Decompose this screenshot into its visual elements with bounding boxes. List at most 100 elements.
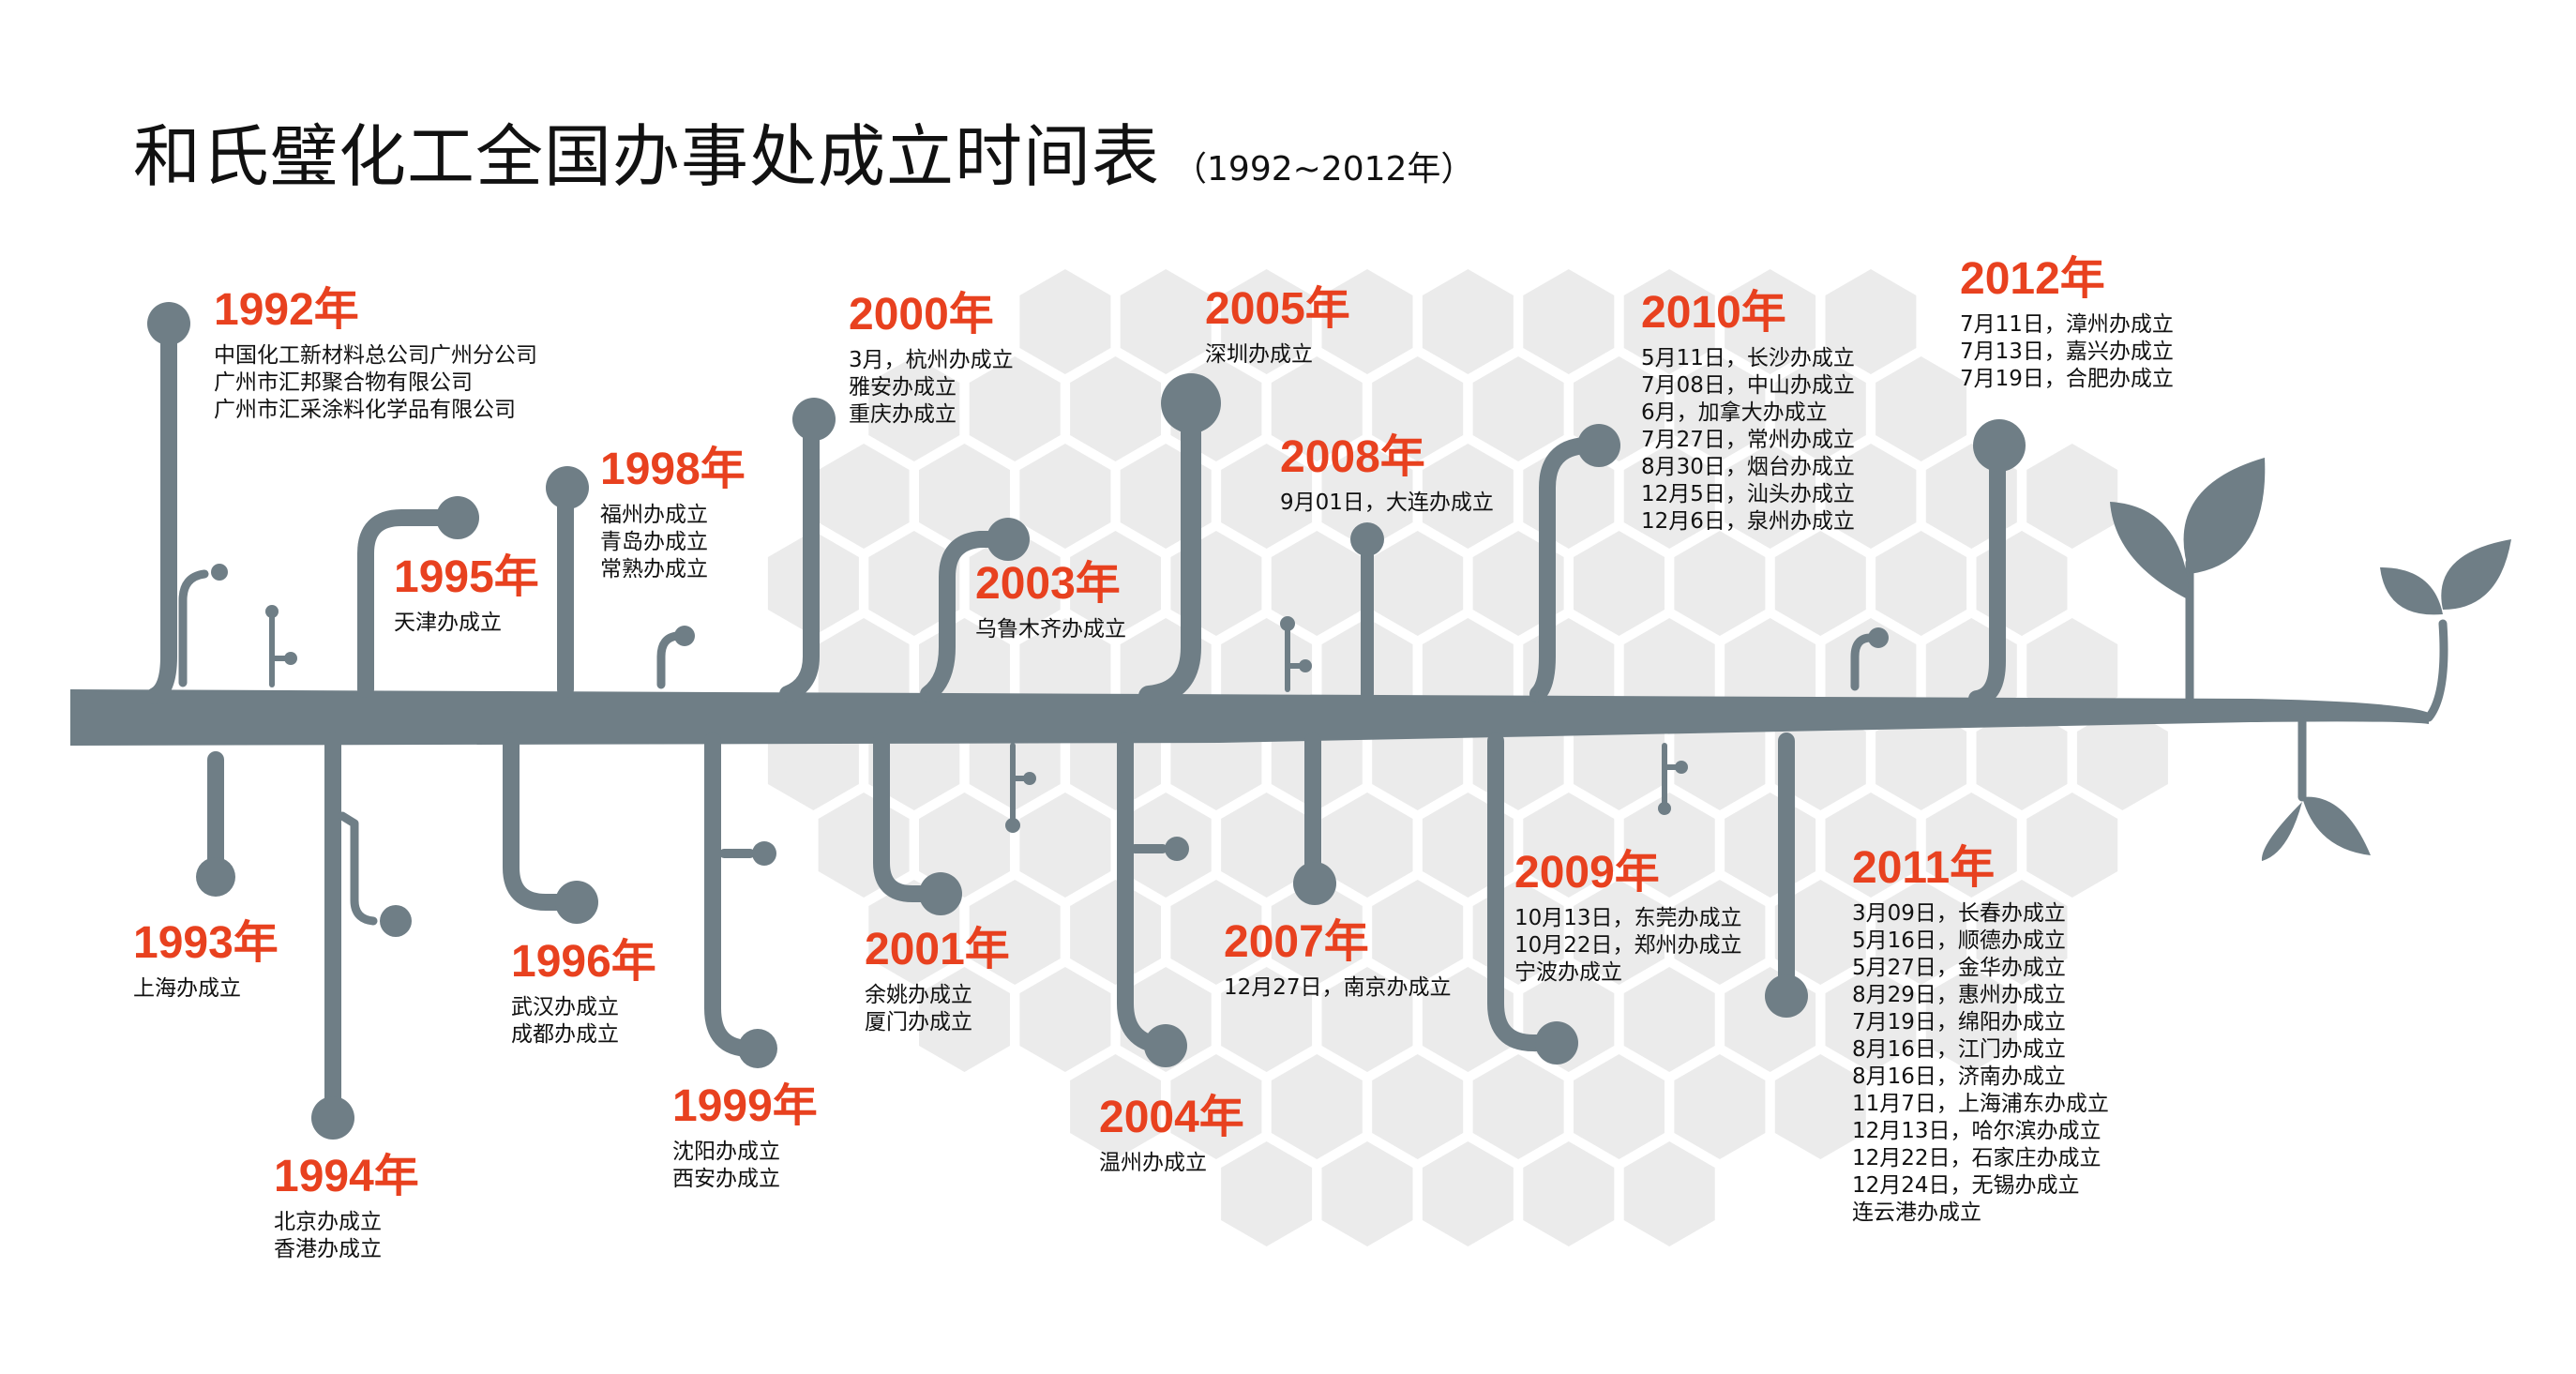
event-item: 8月30日，烟台办成立 [1641,455,1855,479]
hexagon-cell [1876,356,1967,461]
event-year: 2007年 [1224,917,1369,967]
hexagon-cell [1019,444,1111,549]
event-item: 上海办成立 [133,976,241,1001]
event-items: 中国化工新材料总公司广州分公司广州市汇邦聚合物有限公司广州市汇采涂料化学品有限公… [214,342,537,424]
event-item: 7月19日，合肥办成立 [1960,367,2174,391]
hexagon-cell [1120,269,1212,374]
event-item: 11月7日，上海浦东办成立 [1852,1092,2109,1116]
event-item: 北京办成立 [274,1210,382,1234]
event-item: 宁波办成立 [1514,960,1622,985]
leaf [2183,458,2266,574]
hexagon-cell [919,793,1010,898]
hexagon-cell [1221,269,1313,374]
event-item: 3月09日，长春办成立 [1852,901,2066,926]
branch-1996 [503,732,582,911]
node-2004 [1144,1024,1187,1067]
hexagon-cell [1674,356,1766,461]
hexagon-cell [2026,618,2118,723]
leaf [2302,796,2371,855]
branch-1995 [357,509,463,698]
event-2005: 2005年深圳办成立 [1205,283,1350,369]
hexagon-cell [818,444,910,549]
node-2003 [987,518,1030,561]
event-item: 12月5日，汕头办成立 [1641,482,1855,506]
branch-2012 [1968,437,2006,707]
event-year: 1994年 [274,1152,419,1201]
branch-2000 [779,411,820,702]
event-year: 1992年 [214,285,359,335]
hexagon-cell [1271,880,1363,985]
branch-2010 [1529,437,1603,702]
branch-2001 [873,732,944,902]
hexagon-cell [1271,1054,1363,1159]
node-2009 [1535,1021,1578,1064]
event-item: 5月16日，顺德办成立 [1852,929,2066,953]
twig [1850,633,1876,691]
hexagon-cell [1422,1141,1514,1246]
twig-dot [380,905,412,937]
event-item: 重庆办成立 [849,402,957,427]
event-2001: 2001年余姚办成立厦门办成立 [865,924,1010,1036]
twig-dot [1005,818,1020,833]
event-item: 9月01日，大连办成立 [1280,491,1494,515]
hexagon-cell [2076,705,2168,810]
hexagon-cell [1321,967,1413,1072]
hexagon-cell [1422,444,1514,549]
node-1992 [147,302,190,345]
page-title: 和氏璧化工全国办事处成立时间表 [133,117,1161,196]
node-1994 [311,1096,354,1140]
twig-dot [1280,616,1295,631]
hexagon-cell [1623,967,1715,1072]
event-item: 温州办成立 [1099,1151,1207,1175]
event-item: 西安办成立 [672,1167,780,1191]
hexagon-cell [1774,705,1866,810]
event-items: 9月01日，大连办成立 [1280,490,1494,517]
node-1995 [436,496,479,539]
event-year: 2005年 [1205,284,1350,334]
node-2011 [1765,974,1808,1018]
hexagon-cell [1925,967,2017,1072]
event-item: 12月27日，南京办成立 [1224,975,1452,1000]
event-year: 1998年 [600,445,746,494]
node-2005 [1161,373,1221,433]
hexagon-cell [1623,269,1715,374]
trunk [70,689,2429,746]
event-items: 余姚办成立厦门办成立 [865,982,1010,1036]
event-1994: 1994年北京办成立香港办成立 [274,1151,419,1263]
event-items: 深圳办成立 [1205,341,1350,369]
twig-dot [284,652,297,665]
node-1998 [546,466,589,509]
hexagon-cell [1321,269,1413,374]
hexagon-cell [1825,793,1917,898]
event-year: 2003年 [975,559,1121,609]
event-item: 7月11日，漳州办成立 [1960,312,2174,337]
event-item: 天津办成立 [394,611,502,635]
event-item: 7月19日，绵阳办成立 [1852,1010,2066,1034]
event-1992: 1992年中国化工新材料总公司广州分公司广州市汇邦聚合物有限公司广州市汇采涂料化… [214,284,537,424]
hexagon-cell [1623,444,1715,549]
hexagon-cell [1976,880,2068,985]
twig-dot [211,564,228,581]
title-block: 和氏璧化工全国办事处成立时间表（1992~2012年） [133,101,1474,200]
event-year: 2001年 [865,925,1010,974]
event-year: 2009年 [1514,848,1660,898]
event-item: 10月13日，东莞办成立 [1514,906,1742,930]
event-1995: 1995年天津办成立 [394,551,539,637]
hexagon-cell [1271,531,1363,636]
hexagon-cell [1221,793,1313,898]
node-2001 [919,872,962,915]
event-items: 武汉办成立成都办成立 [511,994,656,1049]
event-items: 12月27日，南京办成立 [1224,974,1452,1002]
node-2008 [1350,522,1384,556]
hexagon-cell [919,967,1010,1072]
hexagon-cell [1876,531,1967,636]
event-2007: 2007年 12月27日，南京办成立 [1224,916,1452,1002]
hexagon-cell [1674,880,1766,985]
event-year: 2004年 [1099,1093,1244,1142]
node-1993 [196,857,235,897]
